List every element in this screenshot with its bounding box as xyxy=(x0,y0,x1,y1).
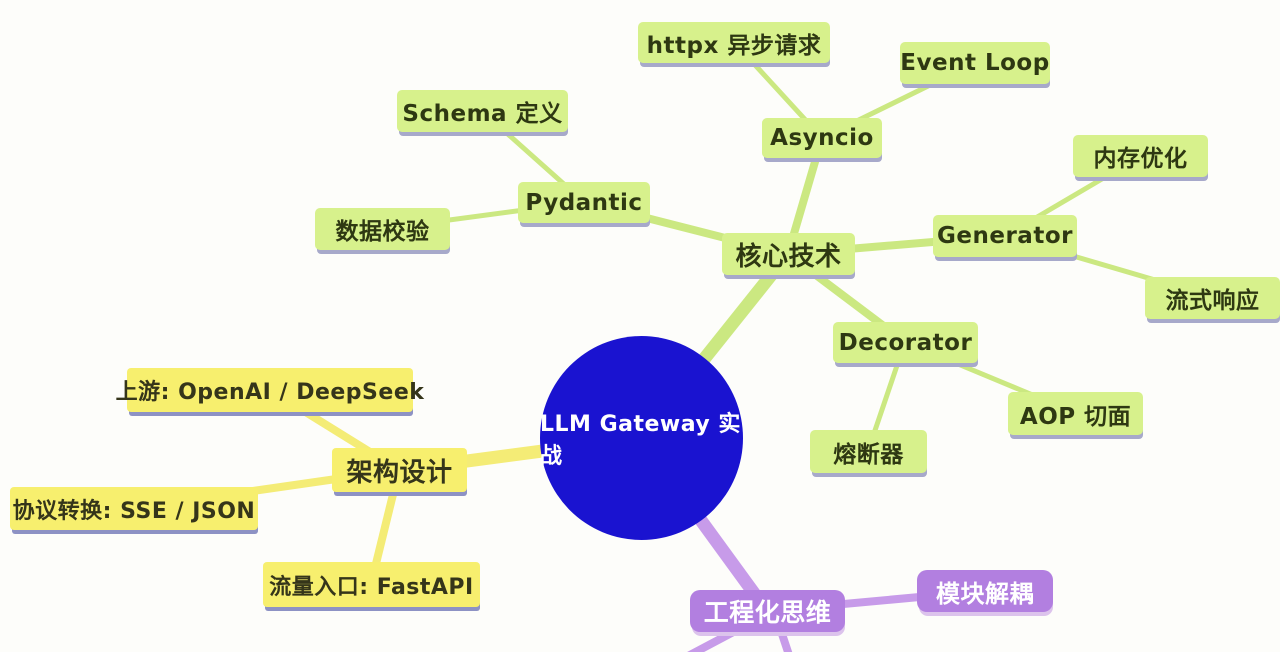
node-center-llm-gateway[interactable]: LLM Gateway 实战 xyxy=(540,336,743,540)
node-data-validation[interactable]: 数据校验 xyxy=(315,208,450,250)
node-upstream-openai-deepseek[interactable]: 上游: OpenAI / DeepSeek xyxy=(116,368,424,412)
edge-engineering-offscreen-right xyxy=(774,620,793,652)
node-engineering-thinking[interactable]: 工程化思维 xyxy=(690,590,845,632)
node-pydantic[interactable]: Pydantic xyxy=(518,182,650,223)
node-generator[interactable]: Generator xyxy=(933,215,1077,257)
node-decorator[interactable]: Decorator xyxy=(833,322,978,363)
node-core-tech[interactable]: 核心技术 xyxy=(722,233,855,275)
node-aop-aspect[interactable]: AOP 切面 xyxy=(1008,392,1143,435)
node-streaming-response[interactable]: 流式响应 xyxy=(1145,277,1280,319)
node-module-decoupling[interactable]: 模块解耦 xyxy=(917,570,1053,612)
node-memory-optimization[interactable]: 内存优化 xyxy=(1073,135,1208,177)
node-circuit-breaker[interactable]: 熔断器 xyxy=(810,430,927,473)
node-architecture-design[interactable]: 架构设计 xyxy=(332,448,467,492)
node-traffic-entry-fastapi[interactable]: 流量入口: FastAPI xyxy=(263,562,480,607)
node-schema-definition[interactable]: Schema 定义 xyxy=(397,90,568,132)
edge-engineering-offscreen-left xyxy=(687,616,758,652)
node-event-loop[interactable]: Event Loop xyxy=(900,42,1050,84)
node-protocol-conversion[interactable]: 协议转换: SSE / JSON xyxy=(10,487,258,530)
node-httpx-async-request[interactable]: httpx 异步请求 xyxy=(638,22,830,63)
node-asyncio[interactable]: Asyncio xyxy=(762,118,882,158)
